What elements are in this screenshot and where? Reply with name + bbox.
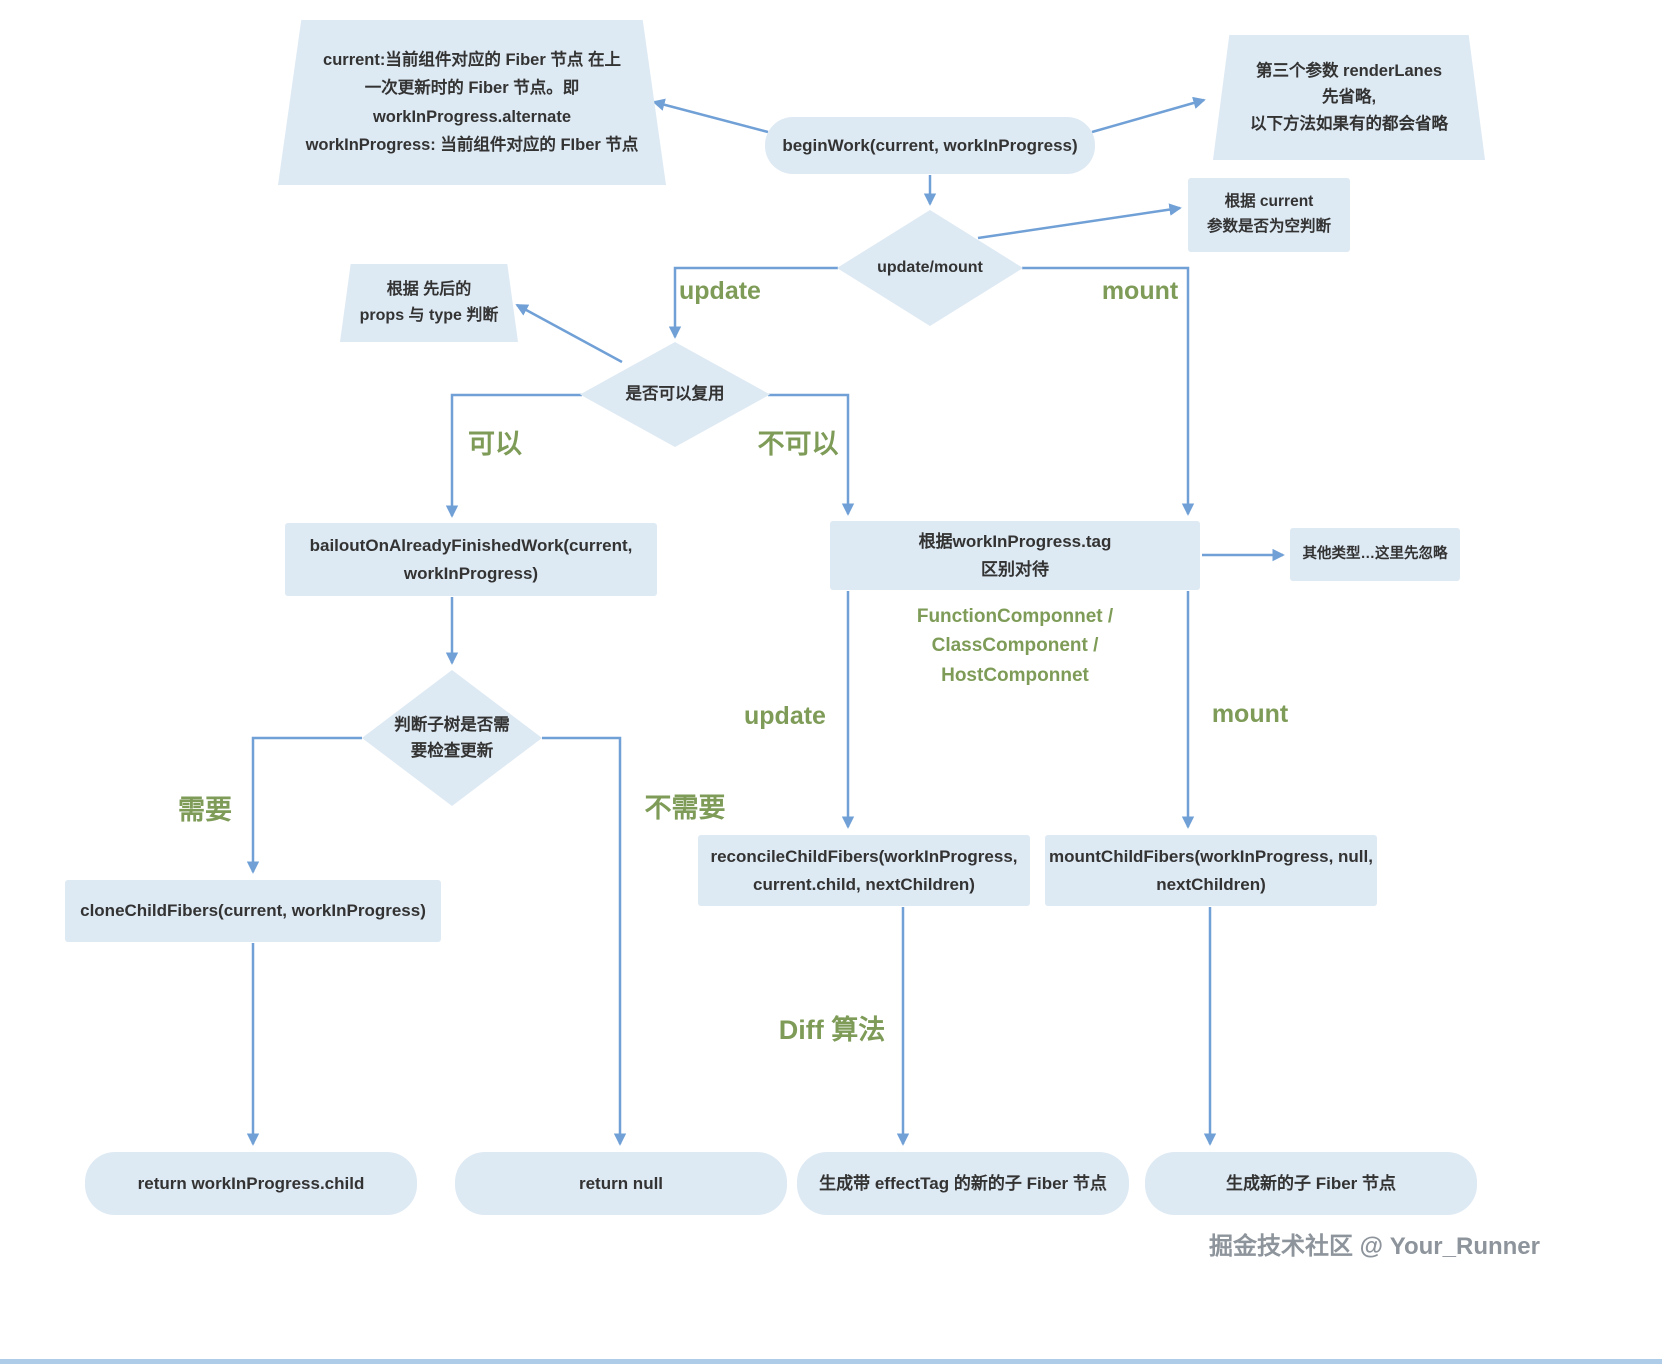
return-child-node: return workInProgress.child: [85, 1152, 417, 1215]
new-fiber-effecttag-label: 生成带 effectTag 的新的子 Fiber 节点: [819, 1173, 1107, 1193]
arrow-decision-to-note-current-empty: [977, 203, 1182, 240]
note-current-explain: current:当前组件对应的 Fiber 节点 在上 一次更新时的 Fiber…: [278, 20, 666, 185]
edge-label-can: 可以: [468, 429, 522, 459]
note-renderlanes-text: 第三个参数 renderLanes 先省略, 以下方法如果有的都会省略: [1250, 61, 1448, 133]
reconcile-child-fibers-node: reconcileChildFibers(workInProgress, cur…: [698, 835, 1030, 906]
decision-update-mount-label: update/mount: [877, 259, 983, 277]
return-null-node: return null: [455, 1152, 787, 1215]
edge-label-mount-top: mount: [1101, 277, 1179, 305]
note-props-type: 根据 先后的 props 与 type 判断: [340, 264, 518, 342]
arrow-need-to-clone: [246, 736, 362, 874]
edge-label-diff: Diff 算法: [778, 1015, 886, 1045]
decision-subtree-label: 判断子树是否需 要检查更新: [394, 715, 510, 760]
note-current-explain-text: current:当前组件对应的 Fiber 节点 在上 一次更新时的 Fiber…: [305, 51, 639, 154]
edge-label-mount-mid: mount: [1211, 700, 1289, 728]
watermark-text: 掘金技术社区 @ Your_Runner: [1209, 1233, 1540, 1260]
return-null-label: return null: [578, 1173, 664, 1193]
clone-child-fibers-label: cloneChildFibers(current, workInProgress…: [80, 901, 426, 921]
reconcile-child-fibers-label: reconcileChildFibers(workInProgress, cur…: [710, 847, 1018, 894]
clone-child-fibers-node: cloneChildFibers(current, workInProgress…: [65, 880, 441, 942]
tag-switch-node: 根据workInProgress.tag 区别对待: [830, 521, 1200, 590]
new-fiber-node: 生成新的子 Fiber 节点: [1145, 1152, 1477, 1215]
other-types-label: 其他类型…这里先忽略: [1302, 545, 1448, 562]
bottom-divider: [0, 1359, 1662, 1364]
return-child-label: return workInProgress.child: [137, 1173, 365, 1193]
decision-subtree: 判断子树是否需 要检查更新: [362, 670, 542, 806]
arrow-beginwork-to-note-current: [652, 98, 769, 134]
edge-label-need: 需要: [178, 795, 232, 825]
mount-child-fibers-node: mountChildFibers(workInProgress, null, n…: [1045, 835, 1377, 906]
edge-label-update-top: update: [679, 277, 761, 305]
note-current-empty-check-text: 根据 current 参数是否为空判断: [1206, 193, 1331, 235]
new-fiber-effecttag-node: 生成带 effectTag 的新的子 Fiber 节点: [797, 1152, 1129, 1215]
note-renderlanes: 第三个参数 renderLanes 先省略, 以下方法如果有的都会省略: [1213, 35, 1485, 160]
edge-label-no-need: 不需要: [644, 793, 726, 823]
edge-label-cannot: 不可以: [757, 429, 839, 459]
mount-child-fibers-label: mountChildFibers(workInProgress, null, n…: [1049, 847, 1373, 894]
begin-work-node: beginWork(current, workInProgress): [765, 117, 1095, 174]
note-props-type-text: 根据 先后的 props 与 type 判断: [359, 281, 499, 324]
bailout-node: bailoutOnAlreadyFinishedWork(current, wo…: [285, 523, 657, 596]
other-types-node: 其他类型…这里先忽略: [1290, 528, 1460, 581]
decision-reuse-label: 是否可以复用: [625, 385, 725, 404]
begin-work-label: beginWork(current, workInProgress): [782, 135, 1078, 155]
arrow-noneed-to-return-null: [542, 736, 627, 1146]
bailout-label: bailoutOnAlreadyFinishedWork(current, wo…: [309, 536, 633, 583]
edge-label-components: FunctionComponnet / ClassComponent / Hos…: [916, 606, 1114, 686]
edge-label-update-mid: update: [744, 702, 826, 730]
arrow-reuse-to-note-props-type: [515, 303, 623, 364]
decision-update-mount: update/mount: [837, 210, 1023, 326]
note-current-empty-check: 根据 current 参数是否为空判断: [1188, 178, 1350, 252]
new-fiber-label: 生成新的子 Fiber 节点: [1225, 1173, 1396, 1193]
tag-switch-label: 根据workInProgress.tag 区别对待: [918, 532, 1112, 579]
arrow-beginwork-to-note-renderlanes: [1091, 96, 1206, 134]
